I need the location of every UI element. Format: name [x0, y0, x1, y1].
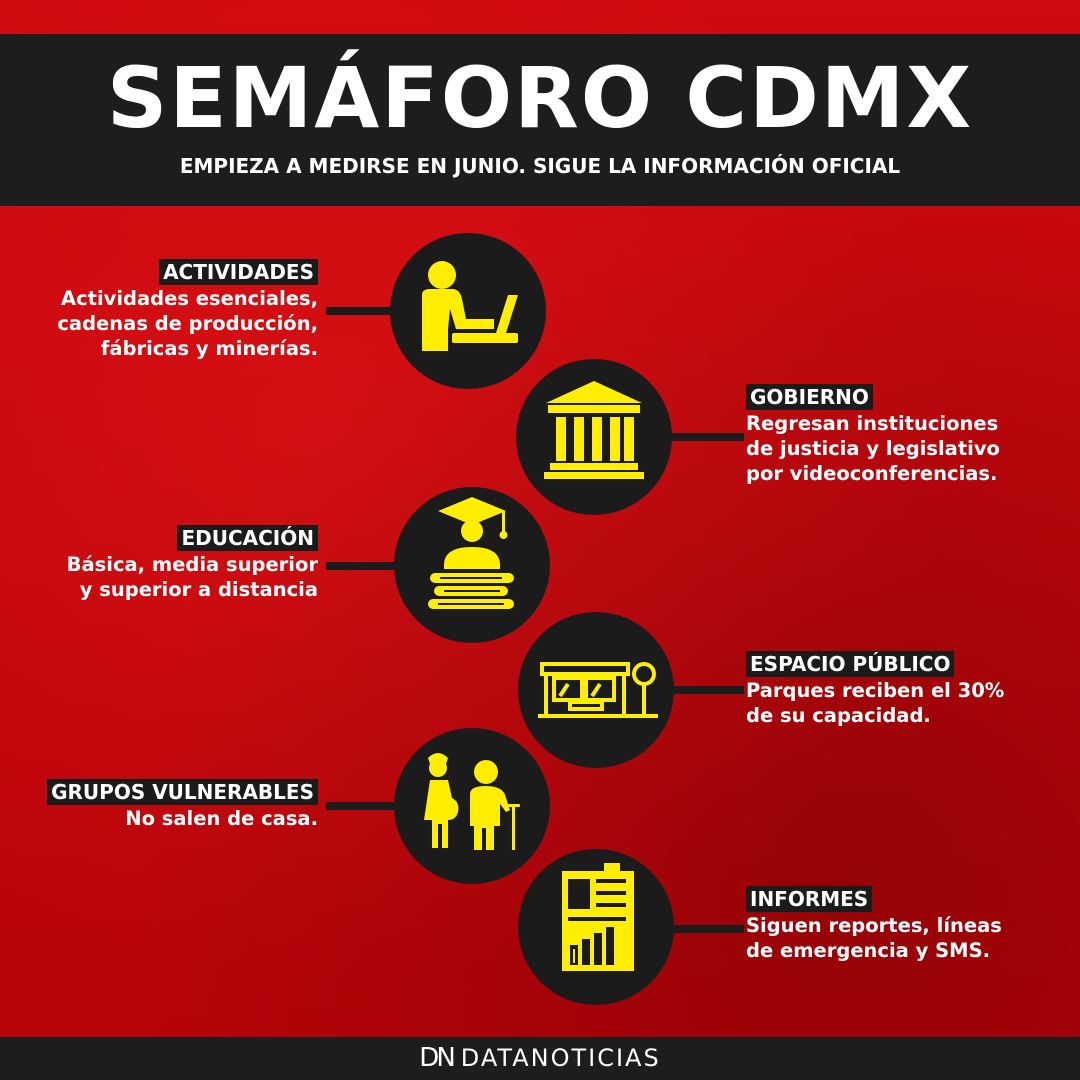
item-informes: INFORMES Siguen reportes, líneas de emer…: [746, 886, 1056, 963]
brand-logo: DN DATANOTICIAS: [0, 1037, 1080, 1080]
item-description: Actividades esenciales, cadenas de produ…: [57, 287, 318, 360]
circle-grupos-vulnerables: [394, 728, 550, 884]
brand-mark: DN: [419, 1043, 456, 1073]
pregnant-elderly-icon: [424, 753, 520, 850]
item-description: No salen de casa.: [125, 807, 318, 830]
item-description: Regresan instituciones de justicia y leg…: [746, 412, 1000, 485]
connector-line: [668, 925, 744, 933]
government-building-icon: [544, 381, 644, 479]
bus-stop-park-icon: [538, 662, 658, 718]
circle-informes: [518, 849, 674, 1005]
item-espacio-publico: ESPACIO PÚBLICO Parques reciben el 30% d…: [746, 651, 1056, 728]
circle-actividades: [390, 233, 546, 389]
page-subtitle: EMPIEZA A MEDIRSE EN JUNIO. SIGUE LA INF…: [179, 154, 901, 178]
connector-line: [326, 802, 400, 810]
connector-line: [326, 562, 400, 570]
footer-band: DN DATANOTICIAS: [0, 1037, 1080, 1080]
graduate-books-icon: [428, 497, 514, 609]
connector-line: [326, 307, 396, 315]
header-band: SEMÁFORO CDMX EMPIEZA A MEDIRSE EN JUNIO…: [0, 34, 1080, 206]
item-educacion: EDUCACIÓN Básica, media superior y super…: [20, 525, 318, 602]
item-heading: EDUCACIÓN: [177, 525, 318, 551]
item-heading: ESPACIO PÚBLICO: [746, 651, 955, 677]
circle-educacion: [394, 487, 550, 643]
item-heading: INFORMES: [746, 886, 873, 912]
connector-line: [668, 686, 744, 694]
item-description: Siguen reportes, líneas de emergencia y …: [746, 914, 1002, 962]
brand-name: DATANOTICIAS: [460, 1044, 661, 1072]
page-title: SEMÁFORO CDMX: [106, 49, 974, 147]
circle-espacio-publico: [518, 612, 674, 768]
item-heading: GOBIERNO: [746, 384, 873, 410]
connector-line: [668, 433, 744, 441]
circle-gobierno: [516, 359, 672, 515]
item-gobierno: GOBIERNO Regresan instituciones de justi…: [746, 384, 1056, 486]
item-heading: ACTIVIDADES: [159, 259, 318, 285]
item-description: Básica, media superior y superior a dist…: [66, 553, 318, 601]
item-description: Parques reciben el 30% de su capacidad.: [746, 679, 1005, 727]
report-chart-icon: [562, 863, 634, 971]
person-laptop-icon: [422, 261, 518, 351]
item-heading: GRUPOS VULNERABLES: [47, 779, 318, 805]
item-grupos-vulnerables: GRUPOS VULNERABLES No salen de casa.: [20, 779, 318, 831]
item-actividades: ACTIVIDADES Actividades esenciales, cade…: [20, 259, 318, 361]
